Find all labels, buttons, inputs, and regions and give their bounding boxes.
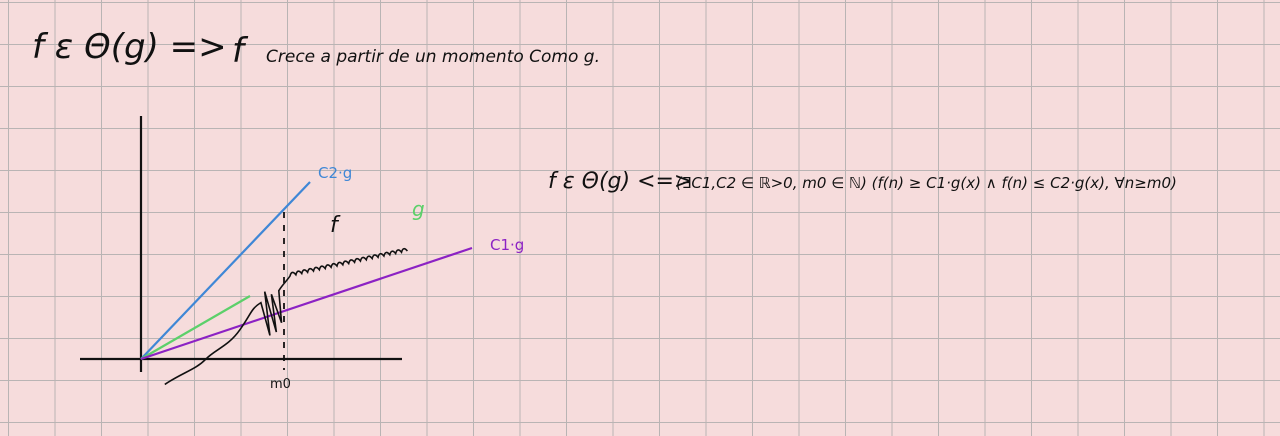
g-label: g [412,197,425,221]
formula-lhs: f ε Θ(g) <=> [548,169,692,194]
c1g-label: C1·g [490,236,524,254]
c2g-line [140,181,311,360]
formula-rhs: (∃C1,C2 ∈ ℝ>0, m0 ∈ ℕ) (f(n) ≥ C1·g(x) ∧… [676,174,1177,192]
m0-label: m0 [270,377,291,392]
header-part-2: f [232,31,249,71]
f-curve [164,247,409,386]
g-line [140,295,251,360]
c1g-line [140,246,473,361]
header-part-1: f ε Θ(g) => [32,27,227,67]
f-label: f [330,213,341,238]
c2g-label: C2·g [318,164,352,182]
header-part-3: Crece a partir de un momento Como g. [266,47,600,67]
